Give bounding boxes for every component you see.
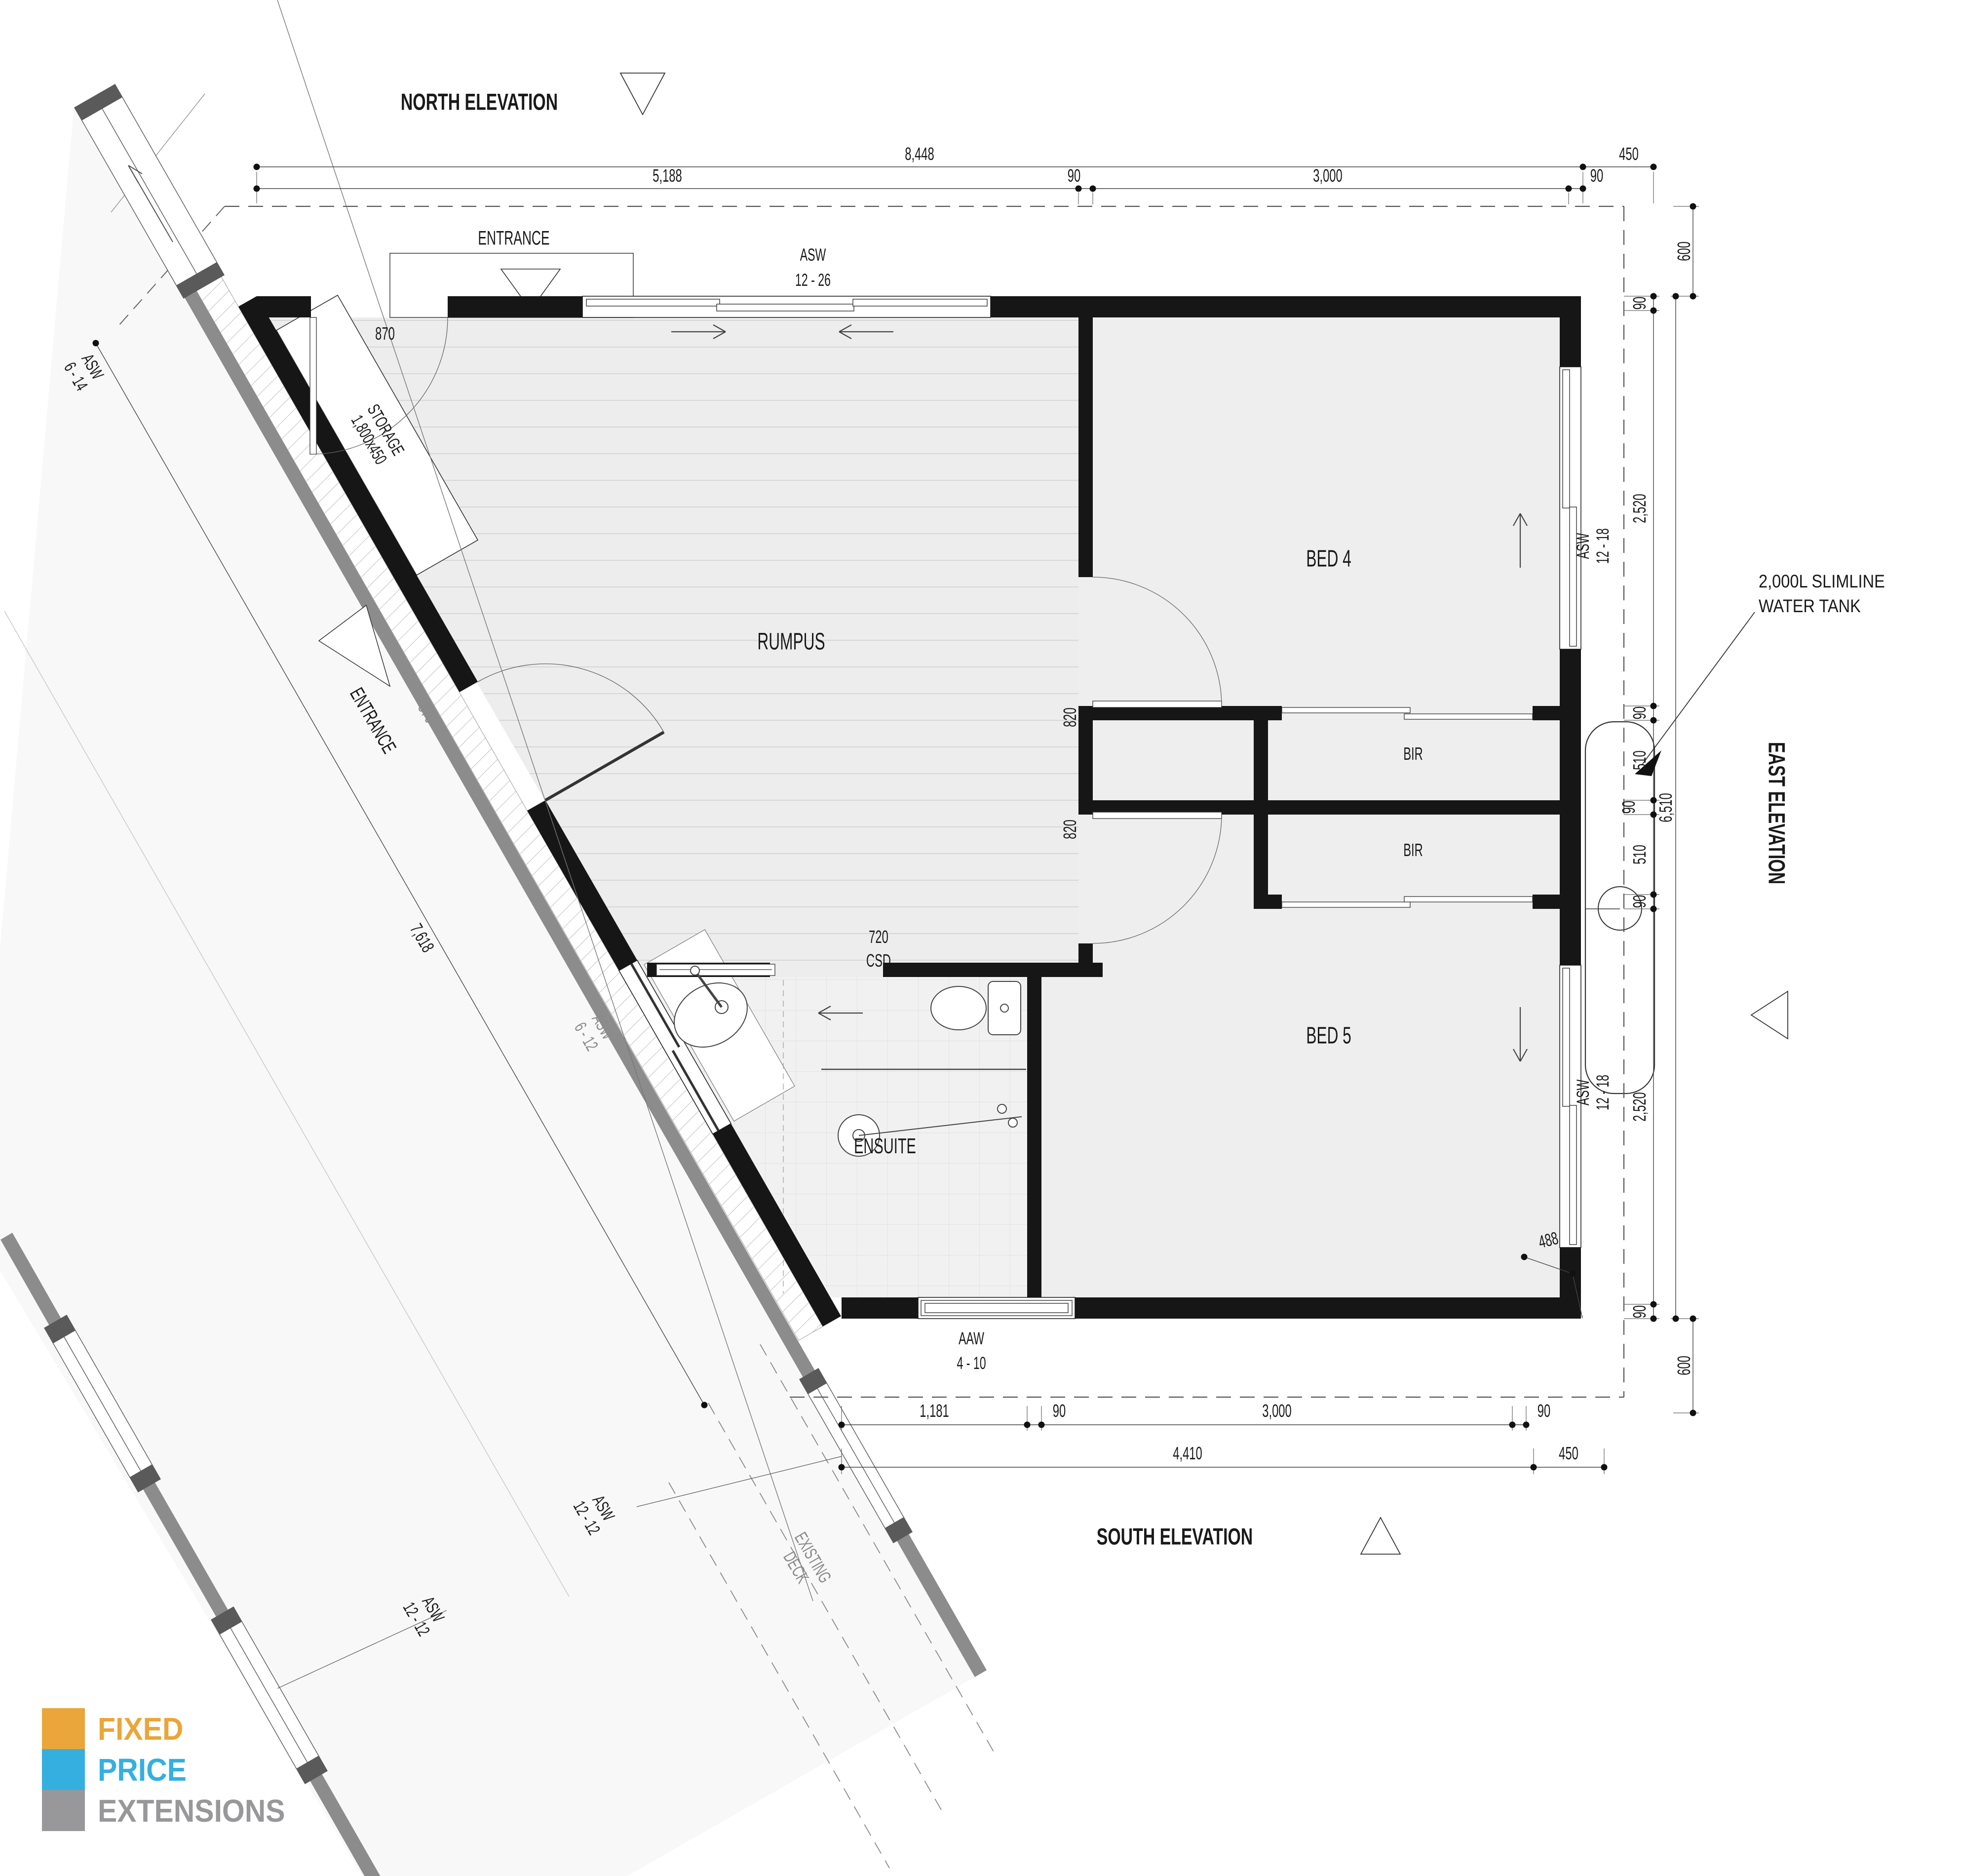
- room-bed4: BED 4: [1306, 546, 1351, 572]
- deck-edge-dashes: [668, 1344, 994, 1869]
- window-asw-12-18-bed5-code: ASW: [1574, 1079, 1593, 1106]
- walls: [238, 296, 1581, 1327]
- logo-text-fixed: FIXED: [98, 1711, 184, 1747]
- room-bed5: BED 5: [1306, 1022, 1351, 1049]
- logo-text-price: PRICE: [98, 1752, 187, 1788]
- basin: [674, 982, 748, 1048]
- dim-east-8: 2,520: [1629, 1092, 1650, 1122]
- existing-wall-band-ne: [74, 84, 987, 1677]
- eave-outline: [225, 205, 1625, 1398]
- elevation-markers: [318, 73, 1788, 1555]
- dim-top-2: 90: [1067, 165, 1081, 186]
- dim-east-6: 510: [1629, 845, 1650, 864]
- section-line: [277, 0, 813, 1602]
- window-arrows: [671, 324, 1528, 1062]
- dim-east-1: 90: [1629, 296, 1650, 310]
- ensuite-fixtures: [674, 966, 1026, 1157]
- dim-east-9: 90: [1629, 1305, 1650, 1319]
- logo-text-extensions: EXTENSIONS: [98, 1793, 285, 1829]
- south-elevation-title: SOUTH ELEVATION: [1096, 1523, 1253, 1550]
- north-elevation-triangle-icon: [619, 73, 666, 116]
- logo-gray-square: [42, 1790, 85, 1831]
- window-label-leaders: [277, 1456, 842, 1689]
- water-tank-label-1: 2,000L SLIMLINE: [1759, 571, 1885, 591]
- window-asw-12-26-size: 12 - 26: [795, 271, 831, 290]
- room-bir-2: BIR: [1403, 840, 1423, 860]
- room-bir-1: BIR: [1403, 743, 1423, 764]
- south-elevation-triangle-icon: [1360, 1517, 1401, 1555]
- logo-orange-square: [42, 1708, 85, 1749]
- dim-east-4: 510: [1629, 750, 1650, 770]
- tank-leader: [1635, 612, 1755, 776]
- water-tank-label-2: WATER TANK: [1759, 596, 1861, 616]
- dim-east-7: 90: [1629, 895, 1650, 908]
- floors: [267, 317, 1560, 1297]
- entrance-triangle-icon: [500, 269, 561, 311]
- room-rumpus: RUMPUS: [757, 628, 825, 655]
- leader-arrowhead-icon: [1635, 750, 1661, 776]
- east-elevation-triangle-icon: [1750, 990, 1788, 1040]
- dim-top-1: 5,188: [653, 165, 682, 186]
- dim-south-2: 90: [1052, 1401, 1066, 1421]
- door-870-north: 870: [375, 323, 395, 344]
- entrance-diagonal-triangle-icon: [318, 604, 391, 687]
- dimension-lines: [95, 166, 1693, 1468]
- door-720-ensuite: 720: [869, 927, 888, 947]
- east-elevation-title: EAST ELEVATION: [1764, 742, 1790, 885]
- north-elevation-title: NORTH ELEVATION: [400, 88, 558, 115]
- entrance-north-label: ENTRANCE: [478, 227, 550, 249]
- dim-east-3: 90: [1629, 706, 1650, 720]
- dim-south-5: 4,410: [1173, 1443, 1202, 1463]
- dim-south-3: 3,000: [1262, 1401, 1292, 1421]
- toilet-bowl: [930, 986, 987, 1030]
- window-asw-12-18-bed5-size: 12 - 18: [1593, 1075, 1613, 1110]
- dimension-dots: [92, 163, 1696, 1471]
- rumpus-floor: [267, 317, 1078, 977]
- room-ensuite: ENSUITE: [854, 1134, 916, 1158]
- doors: [309, 317, 1533, 976]
- window-asw-12-18-bed4-size: 12 - 18: [1593, 528, 1613, 564]
- window-aaw-size: 4 - 10: [957, 1354, 986, 1373]
- door-820-bed5: 820: [1060, 820, 1080, 839]
- existing-wall-band-sw: [0, 1233, 994, 1876]
- door-csd-ensuite: CSD: [866, 950, 891, 971]
- window-asw-12-18-bed4-code: ASW: [1574, 533, 1593, 559]
- dim-east-eave-top: 600: [1674, 241, 1694, 261]
- dim-top-3: 3,000: [1313, 165, 1343, 186]
- logo-blue-square: [42, 1749, 85, 1790]
- dim-top-eave: 450: [1619, 144, 1639, 164]
- window-asw-12-26-code: ASW: [800, 245, 826, 265]
- dim-south-4: 90: [1537, 1401, 1551, 1421]
- dim-east-5: 90: [1618, 800, 1639, 814]
- dim-east-overall: 6,510: [1655, 793, 1676, 822]
- dim-south-eave: 450: [1559, 1443, 1578, 1463]
- window-sashes: [586, 299, 1577, 1316]
- dim-east-eave-bottom: 600: [1674, 1356, 1694, 1375]
- dim-top-4: 90: [1590, 165, 1604, 186]
- dim-east-2: 2,520: [1629, 494, 1650, 523]
- door-820-bed4: 820: [1060, 707, 1080, 727]
- dim-top-overall: 8,448: [905, 144, 934, 164]
- dim-south-1: 1,181: [920, 1401, 949, 1421]
- window-aaw-code: AAW: [959, 1329, 984, 1348]
